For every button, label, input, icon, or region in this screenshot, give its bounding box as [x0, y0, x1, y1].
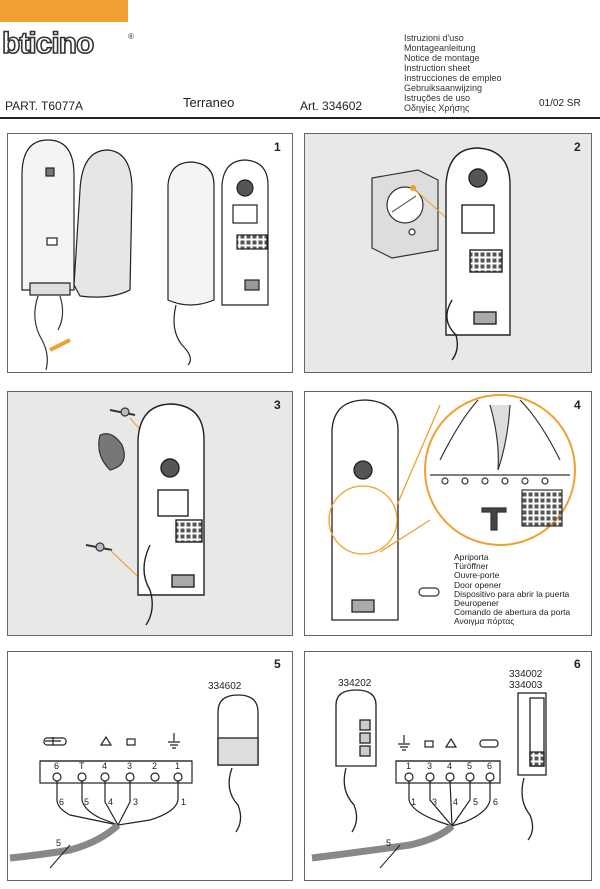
- handset-334002-334003: [517, 692, 547, 841]
- handset-334202: [335, 689, 377, 833]
- cable-label: 5: [386, 838, 392, 848]
- base-unit-3: [137, 403, 205, 626]
- step-number-4: 4: [574, 398, 581, 412]
- model-label-334003: 334003: [509, 680, 543, 691]
- door-opener-label: Apriporta: [454, 552, 489, 562]
- language-item: Instrucciones de empleo: [404, 73, 502, 83]
- terminal-label: 3: [427, 761, 433, 771]
- language-item: Notice de montage: [404, 53, 480, 63]
- model-label-334002: 334002: [509, 669, 543, 680]
- registered-mark: ®: [128, 32, 134, 41]
- language-item: Istruções de uso: [404, 93, 471, 103]
- step-number-5: 5: [274, 657, 281, 671]
- detail-zoom: [418, 394, 576, 597]
- terminal-label: 4: [447, 761, 453, 771]
- step-number-6: 6: [574, 657, 581, 671]
- brand-logo: bticino: [1, 26, 95, 61]
- door-opener-label: Ouvre-porte: [454, 570, 500, 581]
- wire-label: 5: [84, 797, 90, 807]
- step-number-1: 1: [274, 140, 281, 154]
- door-opener-label: Door opener: [454, 579, 502, 590]
- door-opener-label: Comando de abertura da porta: [454, 607, 571, 618]
- handset-cover-front: [21, 139, 133, 298]
- header-divider: [0, 117, 600, 119]
- step-number-2: 2: [574, 140, 581, 154]
- door-opener-label: Ανοιγμα πόρτας: [454, 616, 515, 627]
- handset-334602: [217, 694, 259, 833]
- wire-label: 3: [133, 797, 139, 807]
- handset-cord-1: [34, 295, 71, 371]
- terminal-label: 1: [175, 761, 181, 771]
- model-label-334202: 334202: [338, 678, 372, 689]
- door-opener-label: Deuropener: [454, 598, 499, 609]
- terminal-label: 3: [127, 761, 133, 771]
- wire-label: 4: [108, 797, 114, 807]
- door-opener-label: Türöffner: [454, 561, 489, 572]
- brand-color-bar: [0, 0, 128, 22]
- language-item: Montageanleitung: [404, 43, 476, 53]
- cable-label: 5: [56, 838, 62, 848]
- wire-label: 1: [181, 797, 187, 807]
- step-number-3: 3: [274, 398, 281, 412]
- terminal-label: T: [79, 761, 85, 771]
- wire-label: 4: [453, 797, 459, 807]
- wiring-diagram-5: [9, 733, 193, 869]
- model-label-334602: 334602: [208, 681, 242, 692]
- language-item: Οδηγίες Χρήσης: [404, 103, 470, 113]
- wire-label: 6: [493, 797, 499, 807]
- wall-fixing: [85, 407, 176, 591]
- product-name: Terraneo: [183, 95, 235, 110]
- language-item: Instruction sheet: [404, 63, 471, 73]
- language-item: Istruzioni d'uso: [404, 33, 464, 43]
- wall-box: [371, 169, 463, 259]
- terminal-label: 6: [54, 761, 60, 771]
- door-opener-labels: Apriporta Türöffner Ouvre-porte Door ope…: [454, 552, 571, 627]
- wire-label: 6: [59, 797, 65, 807]
- terminal-label: 1: [406, 761, 412, 771]
- terminal-label: 6: [487, 761, 493, 771]
- base-unit-1: [167, 159, 269, 366]
- wire-label: 3: [432, 797, 438, 807]
- language-list: Istruzioni d'uso Montageanleitung Notice…: [404, 33, 502, 113]
- terminal-label: 4: [102, 761, 108, 771]
- terminal-label: 5: [467, 761, 473, 771]
- part-number: PART. T6077A: [5, 99, 84, 113]
- article-number: Art. 334602: [300, 99, 363, 113]
- language-item: Gebruiksaanwijzing: [404, 83, 483, 93]
- door-opener-label: Dispositivo para abrir la puerta: [454, 588, 570, 599]
- wiring-diagram-6: [311, 735, 501, 869]
- base-unit-2: [445, 147, 511, 361]
- wire-label: 5: [473, 797, 479, 807]
- date-code: 01/02 SR: [539, 98, 581, 109]
- base-unit-4: [328, 399, 441, 621]
- terminal-label: 2: [152, 761, 158, 771]
- wire-label: 1: [411, 797, 417, 807]
